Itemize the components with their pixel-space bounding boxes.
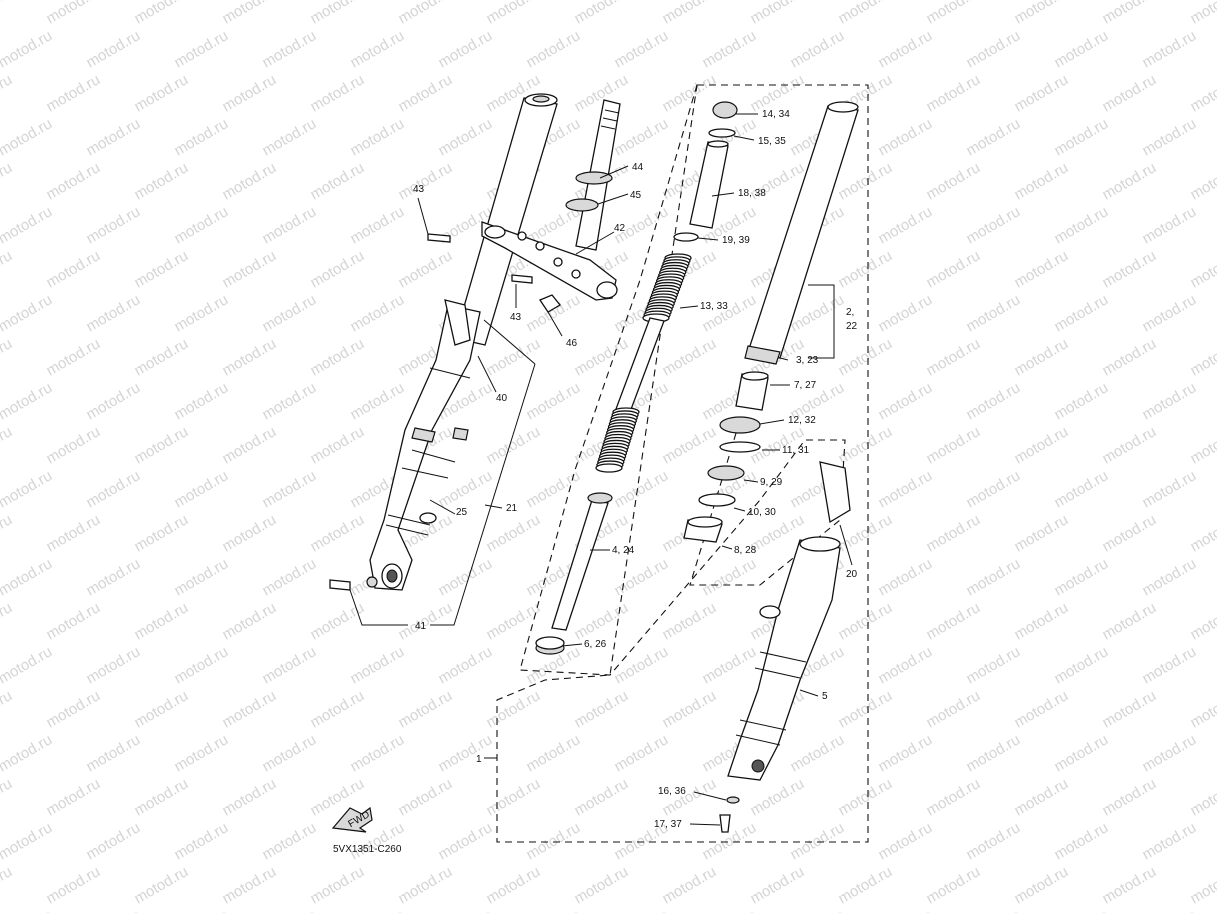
callout-42: 42 [614,223,626,234]
damper-internals [535,101,738,655]
callout-13-33: 13, 33 [700,301,728,312]
callout-22: 22 [846,321,858,332]
inner-tube-outer-tube [683,101,859,833]
callout-1: 1 [476,754,482,765]
fork-spring [595,253,692,473]
callout-10-30: 10, 30 [748,507,776,518]
diagram-code: 5VX1351-C260 [333,844,402,855]
callout-17-37: 17, 37 [654,819,682,830]
inner-boundary [519,84,846,676]
callout-44: 44 [632,162,644,173]
callout-9-29: 9, 29 [760,477,783,488]
callout-18-38: 18, 38 [738,188,766,199]
spring-spacer [615,317,665,413]
callout-45: 45 [630,190,642,201]
assembly-boundary [496,84,869,843]
callout-11-31: 11, 31 [782,445,809,456]
callout-7-27: 7, 27 [794,380,817,391]
callout-4-24: 4, 24 [612,545,635,556]
callout-41: 41 [415,621,427,632]
callout-8-28: 8, 28 [734,545,757,556]
callout-25: 25 [456,507,468,518]
callout-12-32: 12, 32 [788,415,816,426]
callout-21: 21 [506,503,518,514]
callout-6-26: 6, 26 [584,639,607,650]
callout-20: 20 [846,569,858,580]
callout-15-35: 15, 35 [758,136,786,147]
callout-2: 2, [846,307,854,318]
leader-lines [349,113,853,826]
callout-5: 5 [822,691,828,702]
callout-16-36: 16, 36 [658,786,686,797]
callout-40: 40 [496,393,508,404]
callout-3-23: 3, 23 [796,355,819,366]
callout-46: 46 [566,338,578,349]
callout-labels: 43 43 44 45 42 46 40 25 21 41 13, 33 4, … [333,109,858,855]
callout-43-top: 43 [413,184,425,195]
assembled-fork [329,93,621,591]
callout-14-34: 14, 34 [762,109,790,120]
spring-coil [595,463,623,473]
callout-19-39: 19, 39 [722,235,750,246]
callout-43-lower: 43 [510,312,522,323]
fwd-arrow: FWD [331,806,373,833]
